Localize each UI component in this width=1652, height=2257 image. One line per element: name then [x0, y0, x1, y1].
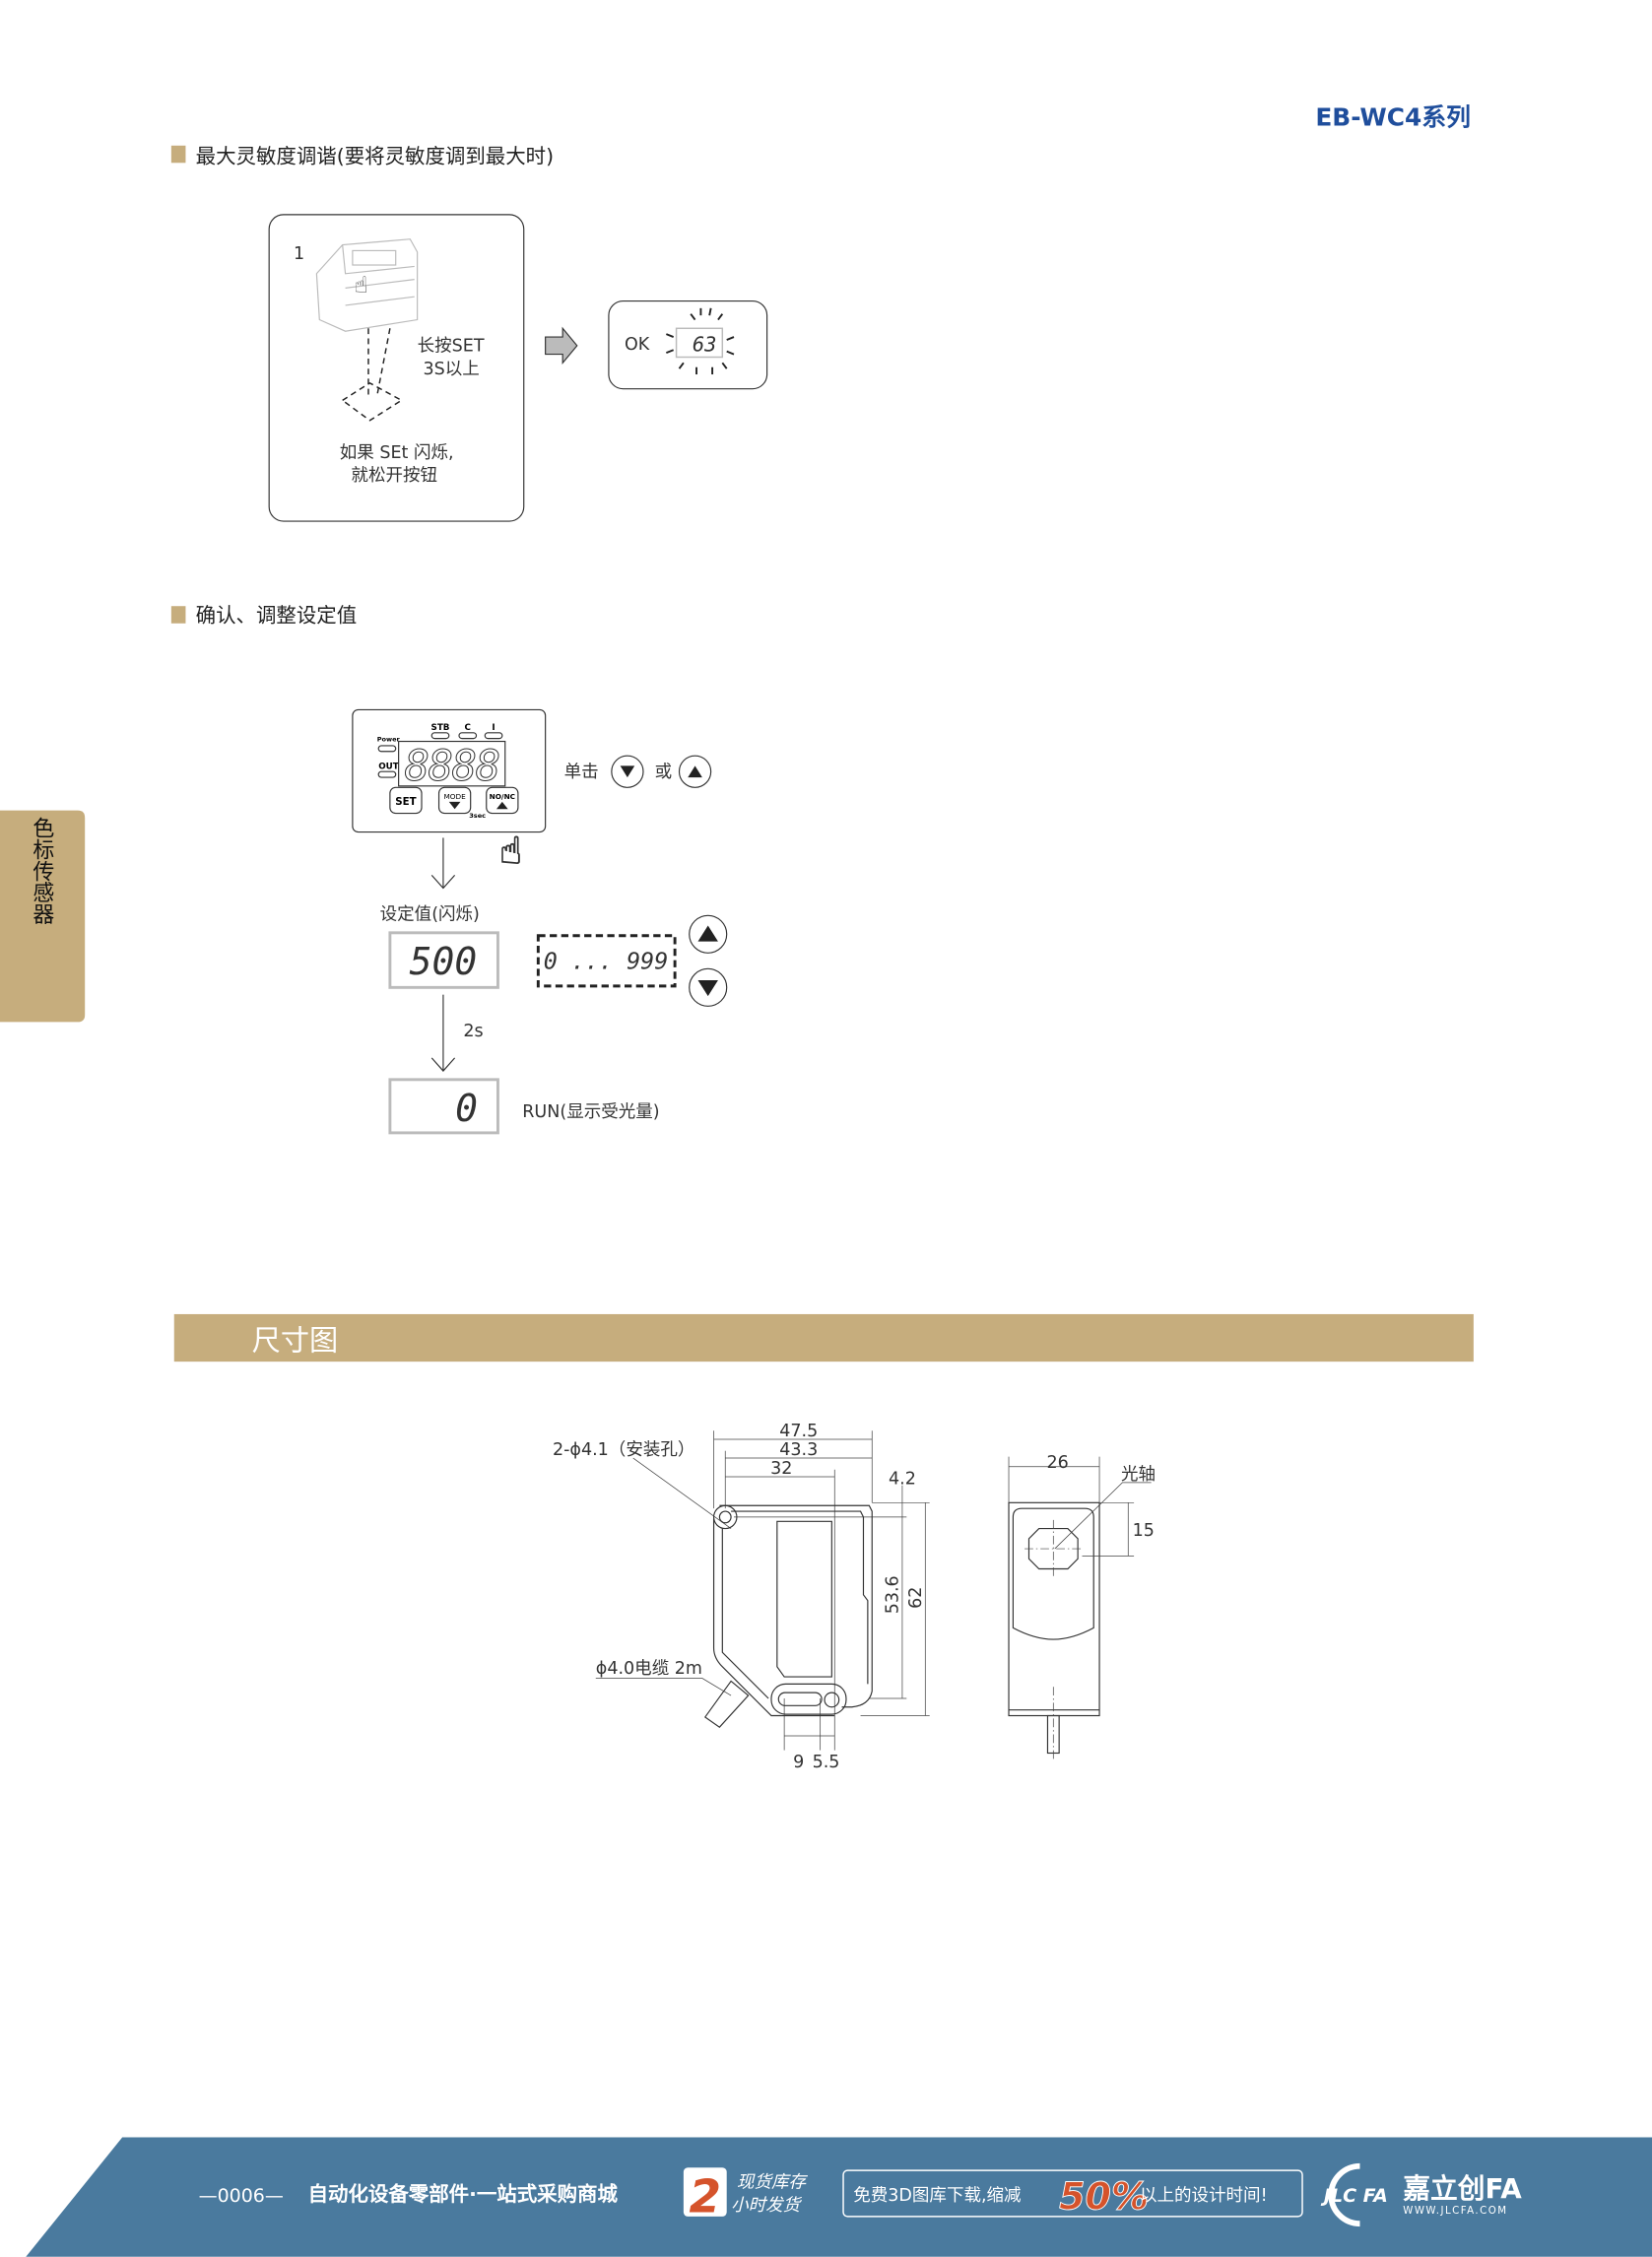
footer: —0006— 自动化设备零部件·一站式采购商城 2 现货库存 小时发货 免费3D… — [26, 2137, 1652, 2257]
mode-button[interactable]: MODE — [437, 786, 472, 815]
hold-label: 3sec — [469, 812, 486, 820]
run-value: 0 — [455, 1087, 478, 1130]
up-button-icon — [678, 755, 712, 788]
series-title: EB-WC4系列 — [1315, 102, 1471, 131]
dim-4-2: 4.2 — [889, 1469, 916, 1489]
optical-axis-label: 光轴 — [1121, 1465, 1156, 1485]
front-view-drawing: 47.5 43.3 32 4.2 53.6 62 9 5.5 2-ϕ4.1（安装… — [553, 1422, 930, 1772]
section-marker — [170, 145, 186, 164]
stock-badge — [683, 2167, 727, 2217]
led-i-label: I — [492, 723, 495, 733]
side-tab-label: 色标传感器 — [30, 817, 54, 925]
set-button[interactable]: SET — [389, 786, 423, 815]
led-stb-label: STB — [431, 723, 450, 733]
step-number: 1 — [294, 244, 304, 264]
down-button-icon — [611, 755, 644, 788]
dim-15: 15 — [1133, 1521, 1155, 1541]
up-button-icon — [689, 914, 728, 954]
dim-47-5: 47.5 — [779, 1422, 818, 1441]
hand-press-icon: ☝ — [354, 271, 367, 299]
step1-box: 1 ☝ 长按SET 3S以上 如果 SEt 闪烁, 就松开按钮 — [268, 214, 525, 522]
svg-text:JLC FA: JLC FA — [1320, 2185, 1388, 2207]
press-line2: 3S以上 — [423, 360, 479, 379]
control-panel: STB C I Power OUT 8888 SET MODE NO/NC 3s… — [352, 708, 547, 873]
svg-text:WWW.JLCFA.COM: WWW.JLCFA.COM — [1403, 2206, 1507, 2217]
note-line1: 如果 SEt 闪烁, — [340, 443, 454, 463]
run-label: RUN(显示受光量) — [522, 1102, 659, 1122]
led-c-label: C — [465, 723, 471, 733]
down-arrow-2 — [430, 994, 456, 1072]
dim-43-3: 43.3 — [779, 1440, 818, 1460]
mount-hole-label: 2-ϕ4.1（安装孔） — [553, 1440, 694, 1460]
dimensions-title: 尺寸图 — [252, 1323, 339, 1357]
dim-53-6: 53.6 — [884, 1575, 903, 1614]
side-view-drawing: 26 光轴 15 — [1008, 1453, 1156, 1759]
sensor-illustration — [315, 238, 419, 332]
note-line2: 就松开按钮 — [351, 466, 437, 486]
setting-value: 500 — [410, 940, 478, 983]
ok-label: OK — [625, 335, 650, 355]
dim-26: 26 — [1047, 1453, 1069, 1473]
stock-line2: 小时发货 — [731, 2196, 803, 2216]
promo-text: 免费3D图库下载,缩减 — [853, 2186, 1021, 2206]
section-marker — [170, 606, 186, 624]
svg-text:SET: SET — [395, 797, 416, 808]
setting-label: 设定值(闪烁) — [380, 905, 480, 925]
right-arrow-icon — [545, 326, 578, 365]
ok-display: 63 — [693, 333, 717, 357]
hand-press-icon: ☝ — [499, 830, 522, 873]
dim-62: 62 — [906, 1587, 926, 1609]
power-label: Power — [377, 736, 401, 744]
blink-rays — [665, 307, 735, 375]
svg-text:MODE: MODE — [443, 792, 466, 801]
svg-text:嘉立创FA: 嘉立创FA — [1403, 2172, 1522, 2205]
nonc-button[interactable]: NO/NC — [486, 786, 519, 815]
side-tab: 色标传感器 — [0, 810, 86, 1023]
promo-box[interactable] — [842, 2169, 1303, 2218]
stock-badge-number: 2 — [690, 2170, 722, 2224]
promo-text-end: 以上的设计时间! — [1140, 2186, 1268, 2206]
press-line1: 长按SET — [418, 337, 485, 357]
delay-label: 2s — [463, 1022, 483, 1041]
panel-display: 8888 — [405, 742, 499, 790]
footer-slogan: 自动化设备零部件·一站式采购商城 — [308, 2182, 619, 2206]
projection-lines — [341, 328, 404, 422]
out-label: OUT — [378, 762, 399, 771]
dim-5-5: 5.5 — [813, 1753, 840, 1772]
range-text: 0 ... 999 — [544, 947, 669, 974]
or-text: 或 — [655, 763, 673, 782]
click-text: 单击 — [564, 763, 599, 782]
cable-label: ϕ4.0电缆 2m — [596, 1659, 702, 1679]
down-button-icon — [689, 967, 728, 1007]
dim-9: 9 — [793, 1753, 804, 1772]
stock-line1: 现货库存 — [737, 2173, 809, 2193]
jlcfa-logo: JLC FA 嘉立创FA WWW.JLCFA.COM — [1320, 2162, 1522, 2227]
page-number: —0006— — [199, 2185, 284, 2207]
section2-title: 确认、调整设定值 — [196, 603, 358, 627]
promo-percent: 50% — [1059, 2175, 1149, 2219]
svg-text:NO/NC: NO/NC — [490, 792, 515, 801]
ok-box: OK 63 — [608, 299, 768, 390]
down-arrow-1 — [430, 837, 456, 890]
section1-title: 最大灵敏度调谐(要将灵敏度调到最大时) — [196, 144, 554, 167]
dimensions-banner — [173, 1313, 1474, 1362]
dim-32: 32 — [770, 1459, 792, 1479]
